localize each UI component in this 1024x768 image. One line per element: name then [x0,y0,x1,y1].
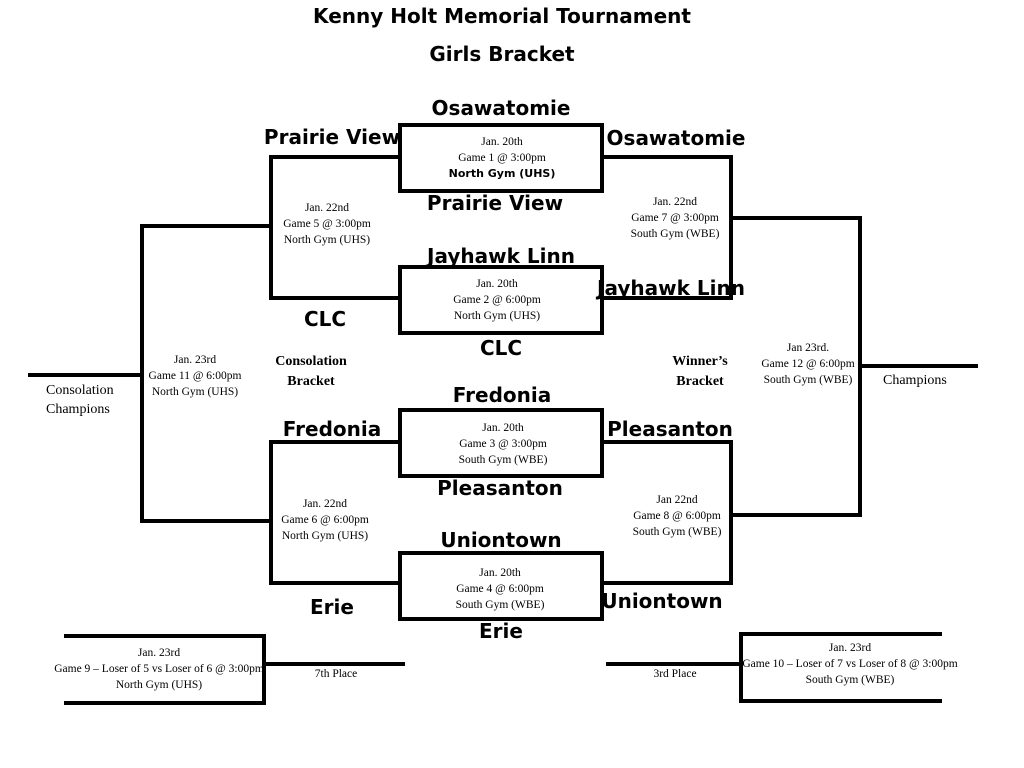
game-2-info: Jan. 20th Game 2 @ 6:00pm North Gym (UHS… [453,276,541,324]
team-fredonia-r1: Fredonia [452,383,552,407]
game-8-time: Game 8 @ 6:00pm [633,510,721,522]
game-1-location: North Gym (UHS) [448,167,556,180]
team-osawatomie-r1: Osawatomie [431,96,571,120]
team-pleasanton-r1: Pleasanton [437,476,563,500]
consolation-bracket-label-line2: Bracket [287,374,335,389]
game-7-time: Game 7 @ 3:00pm [631,212,719,224]
game-10-location: South Gym (WBE) [805,674,895,686]
game-5-info: Jan. 22nd Game 5 @ 3:00pm North Gym (UHS… [283,200,371,248]
game-1-date: Jan. 20th [481,136,523,148]
team-pleasanton-winners: Pleasanton [607,417,733,441]
game-4-info: Jan. 20th Game 4 @ 6:00pm South Gym (WBE… [456,565,545,613]
game-4-box [398,551,604,621]
game-1-time: Game 1 @ 3:00pm [458,152,546,164]
game-5-date: Jan. 22nd [304,202,350,214]
game-9-time: Game 9 – Loser of 5 vs Loser of 6 @ 3:00… [54,663,264,675]
game-11-time: Game 11 @ 6:00pm [148,370,242,382]
consolation-champions-label: Consolation Champions [46,381,114,419]
team-jayhawk-linn-r1: Jayhawk Linn [427,244,575,268]
consolation-champions-label-line1: Consolation [46,383,114,398]
team-erie-r1: Erie [479,619,523,643]
consolation-bracket-label: Consolation Bracket [275,352,347,392]
team-jayhawk-linn-winners: Jayhawk Linn [597,276,745,300]
team-uniontown-r1: Uniontown [440,528,562,552]
consolation-bracket-label-line1: Consolation [275,354,347,369]
team-prairie-view-r1: Prairie View [426,191,564,215]
game-11-location: North Gym (UHS) [151,386,239,398]
game-2-box [398,265,604,335]
team-erie-consolation: Erie [310,595,354,619]
game-7-bracket-line [600,155,733,300]
game-11-info: Jan. 23rd Game 11 @ 6:00pm North Gym (UH… [149,352,242,400]
game-12-date: Jan 23rd. [786,342,830,354]
game-8-info: Jan 22nd Game 8 @ 6:00pm South Gym (WBE) [633,492,722,540]
page-title: Kenny Holt Memorial Tournament [313,4,691,28]
game-8-location: South Gym (WBE) [632,526,722,538]
game-5-location: North Gym (UHS) [283,234,371,246]
game-3-info: Jan. 20th Game 3 @ 3:00pm South Gym (WBE… [459,420,548,468]
page-subtitle: Girls Bracket [429,42,575,66]
game-9-info: Jan. 23rd Game 9 – Loser of 5 vs Loser o… [54,645,264,693]
third-place-label: 3rd Place [653,668,697,680]
team-clc-consolation: CLC [303,307,347,331]
winners-bracket-label-line2: Bracket [676,374,724,389]
game-4-date: Jan. 20th [479,567,521,579]
game-7-info: Jan. 22nd Game 7 @ 3:00pm South Gym (WBE… [631,194,720,242]
champions-label: Champions [883,373,947,388]
game-5-time: Game 5 @ 3:00pm [283,218,371,230]
game-10-time: Game 10 – Loser of 7 vs Loser of 8 @ 3:0… [742,658,958,670]
game-3-box [398,408,604,478]
game-6-date: Jan. 22nd [302,498,348,510]
game-9-bracket-line [64,634,266,705]
team-osawatomie-winners: Osawatomie [606,126,746,150]
game-12-time: Game 12 @ 6:00pm [761,358,855,370]
game-11-date: Jan. 23rd [173,354,217,366]
game-12-location: South Gym (WBE) [763,374,853,386]
game-8-bracket-line [600,440,733,585]
team-clc-r1: CLC [479,336,523,360]
game-6-time: Game 6 @ 6:00pm [281,514,369,526]
game-3-date: Jan. 20th [482,422,524,434]
game-6-info: Jan. 22nd Game 6 @ 6:00pm North Gym (UHS… [281,496,369,544]
team-uniontown-winners: Uniontown [601,589,723,613]
consolation-champions-label-line2: Champions [46,402,110,417]
team-fredonia-consolation: Fredonia [282,417,382,441]
game-6-bracket-line [269,440,402,585]
game-3-time: Game 3 @ 3:00pm [459,438,547,450]
game-9-date: Jan. 23rd [137,647,181,659]
game-3-location: South Gym (WBE) [458,454,548,466]
game-10-date: Jan. 23rd [828,642,872,654]
game-7-location: South Gym (WBE) [630,228,720,240]
game-9-location: North Gym (UHS) [115,679,203,691]
game-10-info: Jan. 23rd Game 10 – Loser of 7 vs Loser … [742,640,957,688]
game-7-date: Jan. 22nd [652,196,698,208]
game-1-info: Jan. 20th Game 1 @ 3:00pm North Gym (UHS… [449,134,556,182]
game-8-date: Jan 22nd [656,494,698,506]
game-2-date: Jan. 20th [476,278,518,290]
game-2-location: North Gym (UHS) [453,310,541,322]
game-4-time: Game 4 @ 6:00pm [456,583,544,595]
game-2-time: Game 2 @ 6:00pm [453,294,541,306]
game-6-location: North Gym (UHS) [281,530,369,542]
game-12-info: Jan 23rd. Game 12 @ 6:00pm South Gym (WB… [761,340,854,388]
winners-bracket-label: Winner’s Bracket [672,352,727,392]
seventh-place-label: 7th Place [314,668,358,680]
team-prairie-view-consolation: Prairie View [263,125,401,149]
winners-bracket-label-line1: Winner’s [672,354,728,369]
game-10-bracket-line [739,632,942,703]
game-4-location: South Gym (WBE) [455,599,545,611]
